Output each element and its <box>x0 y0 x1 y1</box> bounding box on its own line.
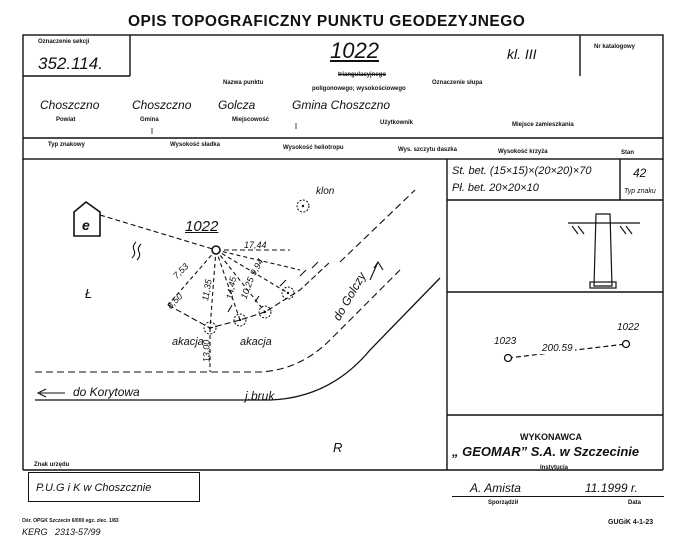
county-value: Choszczno <box>40 98 100 112</box>
station-label: Stan <box>621 150 635 156</box>
point-class: kl. III <box>507 46 537 62</box>
point-type-line1: triangulacyjnego <box>338 72 387 78</box>
place-label: Miejsce zamieszkania <box>512 122 574 128</box>
section-value: 352.114. <box>38 54 103 73</box>
commune-label: Gmina <box>140 117 159 123</box>
tree-klon <box>296 199 310 213</box>
compiler-label: Sporządził <box>488 500 519 506</box>
land-letter-r: R <box>333 440 343 455</box>
tree-klon-label: klon <box>316 186 335 197</box>
spec-line-2: Pł. bet. 20×20×10 <box>452 182 539 194</box>
acacia-left-label: akacja <box>172 336 204 348</box>
locality-label: Miejscowość <box>232 117 270 123</box>
county-label: Powiat <box>56 117 76 123</box>
point-a-label: 1023 <box>494 336 517 347</box>
point-b-label: 1022 <box>617 322 640 333</box>
point-type-line2: poligonowego; wysokościowego <box>312 86 406 92</box>
cross-height-label: Wysokość krzyża <box>498 149 548 155</box>
point-1022-ref-marker <box>621 339 631 349</box>
contractor-name: „ GEOMAR” S.A. w Szczecinie <box>452 444 640 459</box>
contractor-label: WYKONAWCA <box>520 432 582 442</box>
owner-label: Użytkownik <box>380 120 414 126</box>
document-title: OPIS TOPOGRAFICZNY PUNKTU GEODEZYJNEGO <box>128 13 526 30</box>
acacia-right-label: akacja <box>240 336 272 348</box>
dist-1300: 13,00 <box>201 339 212 363</box>
signature-line <box>452 496 664 497</box>
locality-value: Golcza <box>218 98 256 112</box>
register-number: KERG 2313-57/99 <box>22 527 101 537</box>
point-1022-marker <box>211 245 221 255</box>
storage-value: P.U.G i K w Choszcznie <box>36 482 152 494</box>
compiler-value: A. Amista <box>470 481 521 495</box>
point-number: 1022 <box>330 38 379 63</box>
date-value: 11.1999 r. <box>585 481 638 495</box>
date-label: Data <box>628 500 642 506</box>
pole-height-label: Wysokość heliotropu <box>283 145 344 151</box>
storage-label: Znak urzędu <box>34 462 70 468</box>
print-note: Ośr. OPGK Szczecin 6/000 egz. zlec. 1/83 <box>22 518 119 524</box>
institution-label: Instytucja <box>540 465 569 471</box>
owner-value: Gmina Choszczno <box>292 98 391 112</box>
commune-value: Choszczno <box>132 98 192 112</box>
pavement-label: j.bruk. <box>245 389 278 403</box>
type-label: Typ znakowy <box>48 142 85 148</box>
catalog-label: Nr katalogowy <box>594 44 636 50</box>
pillar-label: Oznaczenie słupa <box>432 80 483 86</box>
point-name-label: Nazwa punktu <box>223 80 264 86</box>
pillar-cross-section <box>568 213 640 289</box>
signal-height-label: Wysokość sładka <box>170 142 220 148</box>
board-height-label: Wys. szczytu daszka <box>398 147 457 153</box>
storage-box <box>28 472 200 502</box>
sign-type-label: Typ znaku <box>624 188 656 195</box>
baseline-distance: 200.59 <box>540 343 575 354</box>
form-code: GUGiK 4-1-23 <box>608 519 654 526</box>
header-frame <box>22 34 664 160</box>
sign-type-value: 42 <box>633 166 647 180</box>
point-1023-marker <box>503 353 513 363</box>
section-label: Oznaczenie sekcji <box>38 39 90 45</box>
land-letter-l: Ł <box>85 286 93 301</box>
building-outline <box>73 200 101 237</box>
sketch-point-label: 1022 <box>185 218 219 235</box>
road-left-label: do Korytowa <box>73 385 140 399</box>
dist-1744: 17,44 <box>244 240 267 250</box>
building-letter: e <box>82 217 90 233</box>
spec-line-1: St. bet. (15×15)×(20×20)×70 <box>452 165 592 177</box>
